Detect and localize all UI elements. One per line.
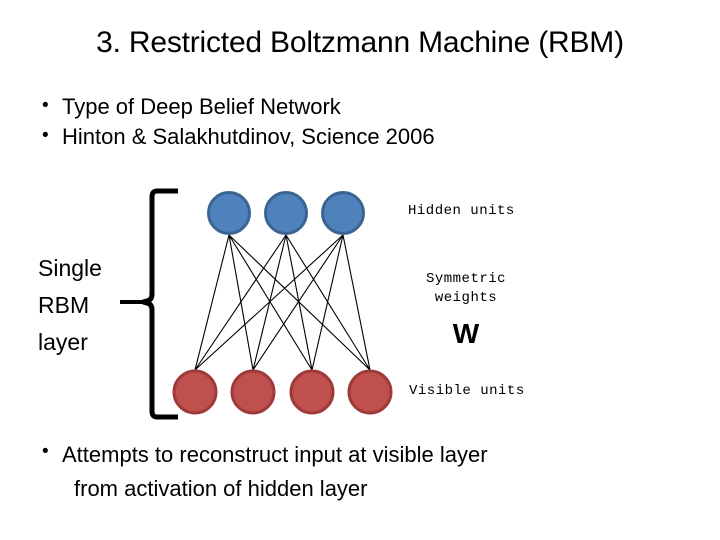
edge-h2-v4	[285, 234, 371, 371]
visible-layer-group	[172, 369, 393, 415]
rbm-layer-label-line-3: layer	[38, 329, 88, 355]
rbm-layer-brace	[142, 188, 178, 420]
visible-node-4[interactable]	[347, 369, 393, 415]
hidden-units-label: Hidden units	[408, 203, 515, 219]
visible-node-1[interactable]	[172, 369, 218, 415]
edge-h3-v2	[252, 234, 344, 371]
edge-h3-v4	[342, 234, 371, 371]
edge-h1-v4	[228, 234, 371, 371]
symmetric-weights-line-1: Symmetric	[425, 271, 507, 287]
edge-h2-v1	[194, 234, 287, 371]
edge-h3-v3	[311, 234, 344, 371]
edge-group	[194, 234, 371, 371]
bottom-bullet-list: Attempts to reconstruct input at visible…	[36, 437, 488, 506]
hidden-layer-group	[207, 191, 365, 235]
bullet-item-continuation: from activation of hidden layer	[74, 476, 368, 501]
hidden-node-1[interactable]	[207, 191, 251, 235]
hidden-node-2[interactable]	[264, 191, 308, 235]
symmetric-weights-line-2: weights	[434, 290, 498, 306]
visible-node-2[interactable]	[230, 369, 276, 415]
edge-h3-v1	[194, 234, 344, 371]
edge-h1-v2	[228, 234, 254, 371]
bullet-item: Hinton & Salakhutdinov, Science 2006	[36, 121, 435, 152]
visible-units-label: Visible units	[409, 383, 525, 399]
bullet-item: Attempts to reconstruct input at visible…	[36, 437, 488, 472]
page-title: 3. Restricted Boltzmann Machine (RBM)	[96, 26, 624, 59]
edge-h1-v3	[228, 234, 313, 371]
hidden-node-3[interactable]	[321, 191, 365, 235]
edge-h2-v2	[252, 234, 287, 371]
bullet-item: Type of Deep Belief Network	[36, 91, 435, 122]
edge-h1-v1	[194, 234, 230, 371]
top-bullet-list: Type of Deep Belief Network Hinton & Sal…	[36, 91, 435, 152]
weight-matrix-symbol: W	[452, 318, 480, 349]
visible-node-3[interactable]	[289, 369, 335, 415]
edge-h2-v3	[285, 234, 313, 371]
symmetric-weights-label: Symmetric weights	[396, 270, 536, 308]
rbm-layer-label-line-1: Single	[38, 255, 102, 281]
rbm-layer-label: Single RBM layer	[38, 250, 143, 361]
rbm-layer-label-line-2: RBM	[38, 292, 90, 318]
